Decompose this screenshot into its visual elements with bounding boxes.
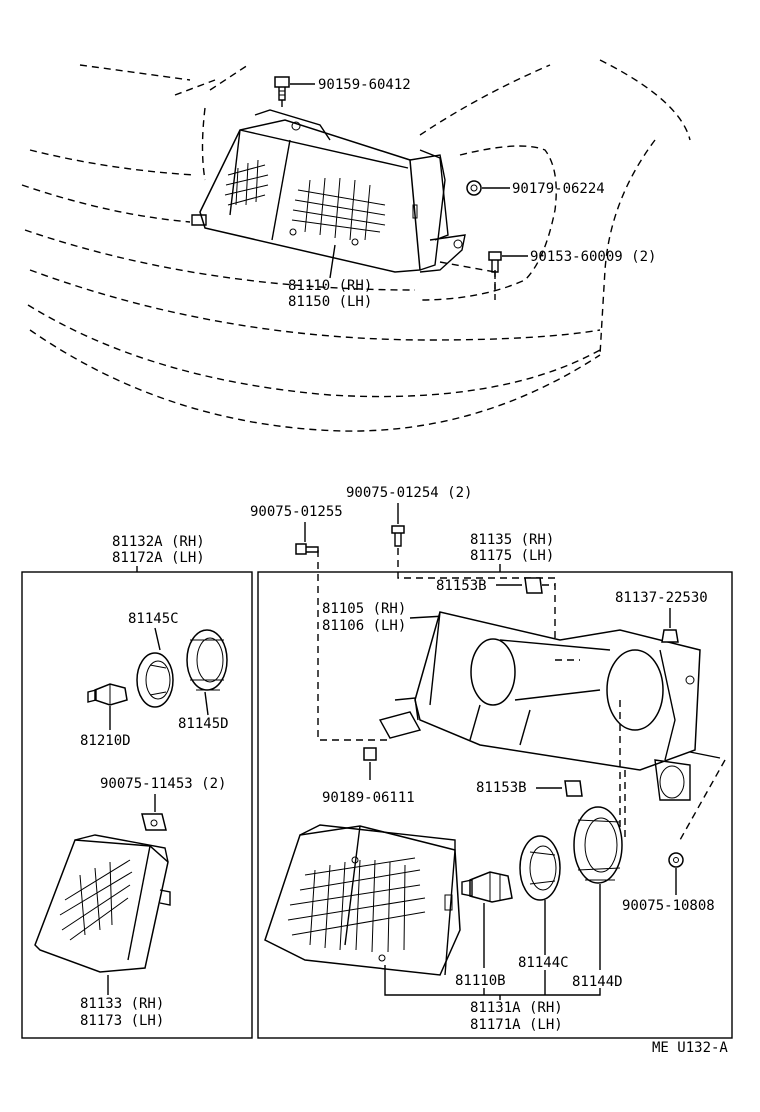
label-81105-rh: 81105 (RH)	[322, 601, 406, 617]
label-81175-lh: 81175 (LH)	[470, 548, 554, 564]
label-90179-06224: 90179-06224	[512, 181, 605, 197]
label-81145c: 81145C	[128, 611, 179, 627]
clip-81153b-top-icon	[524, 577, 543, 594]
label-81172a-lh: 81172A (LH)	[112, 550, 205, 566]
bolt-90159-60412-icon	[274, 76, 290, 101]
label-90159-60412: 90159-60412	[318, 77, 411, 93]
vehicle-body-outline	[21, 59, 691, 432]
right-assembly-box	[257, 571, 733, 1039]
label-headlamp-lh: 81150 (LH)	[288, 294, 372, 310]
headlamp-unit-81131a-icon	[264, 824, 461, 976]
label-90075-01255: 90075-01255	[250, 504, 343, 520]
label-90075-10808: 90075-10808	[622, 898, 715, 914]
label-90189-06111: 90189-06111	[322, 790, 415, 806]
label-81153b-top: 81153B	[436, 578, 487, 594]
label-81153b-bottom: 81153B	[476, 780, 527, 796]
headlamp-assembly-top	[191, 109, 466, 273]
label-81133-rh: 81133 (RH)	[80, 996, 164, 1012]
clip-81153b-bottom-icon	[564, 780, 583, 797]
corner-lamp-81133-icon	[34, 834, 171, 973]
socket-81145c-icon	[136, 652, 174, 708]
label-81110b: 81110B	[455, 973, 506, 989]
clip-90075-11453-icon	[141, 813, 167, 831]
label-90075-11453: 90075-11453 (2)	[100, 776, 226, 792]
label-81132a-rh: 81132A (RH)	[112, 534, 205, 550]
label-81144c: 81144C	[518, 955, 569, 971]
screw-90153-60009-icon	[488, 251, 502, 273]
label-90075-01254: 90075-01254 (2)	[346, 485, 472, 501]
bulb-81110b-icon	[461, 871, 513, 903]
label-81144d: 81144D	[572, 974, 623, 990]
label-headlamp-rh: 81110 (RH)	[288, 278, 372, 294]
label-81173-lh: 81173 (LH)	[80, 1013, 164, 1029]
bracket-81105-icon	[378, 611, 721, 801]
screw-90075-01254-icon	[391, 525, 405, 547]
adjuster-81137-22530-icon	[661, 629, 679, 643]
label-81145d: 81145D	[178, 716, 229, 732]
diagram-code: ME U132-A	[652, 1040, 728, 1056]
label-81210d: 81210D	[80, 733, 131, 749]
socket-81145d-icon	[186, 629, 228, 691]
socket-81144c-icon	[519, 835, 561, 901]
nut-90179-06224-icon	[466, 180, 482, 196]
label-81135-rh: 81135 (RH)	[470, 532, 554, 548]
label-81131a-rh: 81131A (RH)	[470, 1000, 563, 1016]
bulb-81210d-icon	[87, 683, 128, 706]
socket-81144d-icon	[573, 806, 623, 884]
nut-90189-06111-icon	[363, 747, 377, 761]
label-81106-lh: 81106 (LH)	[322, 618, 406, 634]
nut-90075-10808-icon	[668, 852, 684, 868]
screw-90075-01255-icon	[295, 543, 319, 555]
label-90153-60009: 90153-60009 (2)	[530, 249, 656, 265]
label-81137-22530: 81137-22530	[615, 590, 708, 606]
label-81171a-lh: 81171A (LH)	[470, 1017, 563, 1033]
